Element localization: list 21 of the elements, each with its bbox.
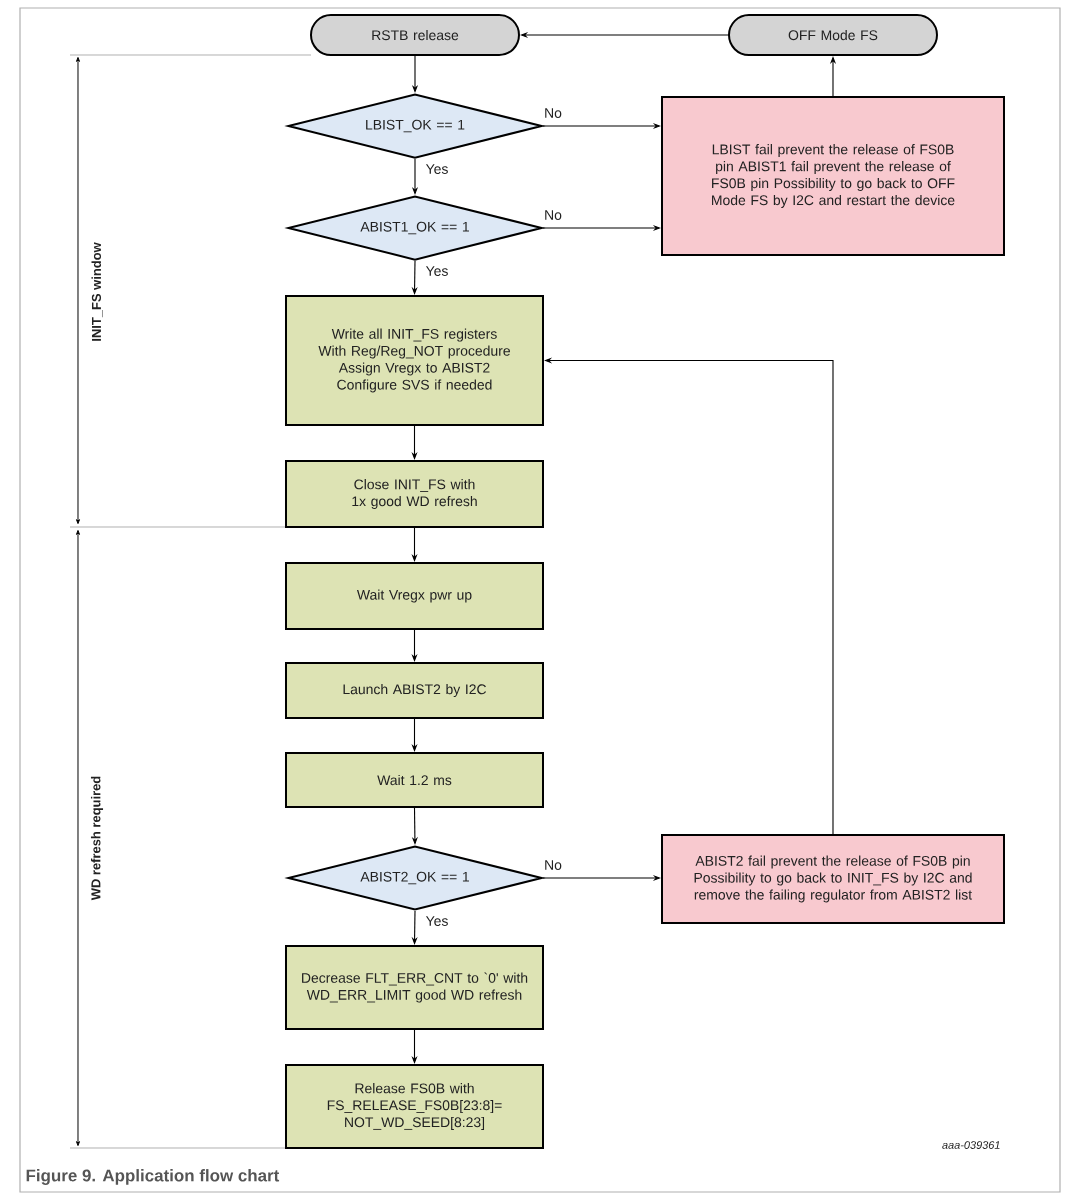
dimension-label: INIT_FS window xyxy=(91,242,103,341)
terminal-box: OFF Mode FS xyxy=(728,14,938,56)
edge-label: No xyxy=(543,107,563,119)
figure-id: aaa-039361 xyxy=(942,1141,1000,1149)
terminal-box: RSTB release xyxy=(310,14,520,56)
process-box: Launch ABIST2 by I2C xyxy=(285,662,544,719)
failure-box: ABIST2 fail prevent the release of FS0B pin Possibility to go back to INIT_FS by I2C and remove the failing regulator from ABIST2 list xyxy=(661,834,1005,924)
edge-label: No xyxy=(543,859,563,871)
edge-label: Yes xyxy=(424,163,450,175)
process-box: Close INIT_FS with 1x good WD refresh xyxy=(285,460,544,528)
process-box: Release FS0B with FS_RELEASE_FS0B[23:8]= NOT_WD_SEED[8:23] xyxy=(285,1064,544,1149)
edge-label: Yes xyxy=(424,915,450,927)
failure-box: LBIST fail prevent the release of FS0B pin ABIST1 fail prevent the release of FS0B pin Possibility to go back to OFF Mode FS by I2C and restart the device xyxy=(661,96,1005,256)
edge-label: Yes xyxy=(424,265,450,277)
process-box: Wait Vregx pwr up xyxy=(285,562,544,630)
process-box: Decrease FLT_ERR_CNT to `0' with WD_ERR_LIMIT good WD refresh xyxy=(285,945,544,1030)
edge-label: No xyxy=(543,209,563,221)
dimension-label: WD refresh required xyxy=(90,776,104,901)
process-box: Write all INIT_FS registers With Reg/Reg_NOT procedure Assign Vregx to ABIST2 Configure SVS if needed xyxy=(285,295,544,426)
caption: Figure 9. Application flow chart xyxy=(26,1169,280,1185)
process-box: Wait 1.2 ms xyxy=(285,752,544,808)
